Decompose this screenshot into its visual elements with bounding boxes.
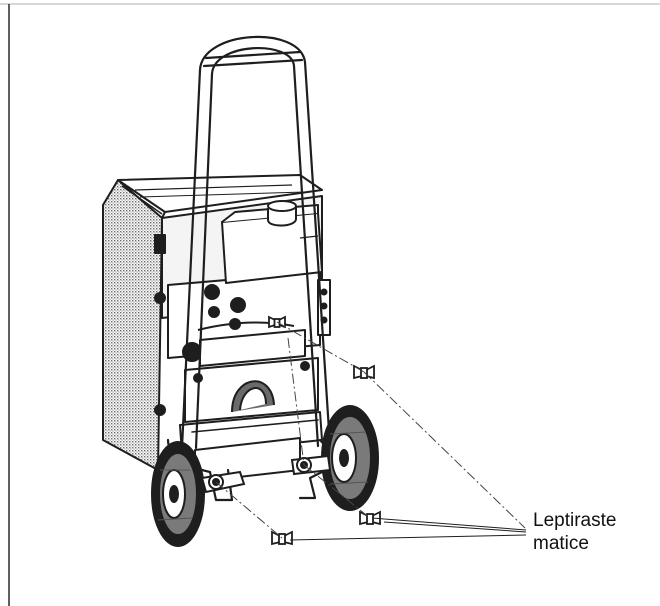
callout-line-1: Leptiraste [533,510,617,531]
callout-label: Leptiraste matice [533,509,616,555]
fuel-tank-icon [221,200,323,284]
callout-leaders [289,517,527,541]
left-wheel-icon [151,441,205,547]
wing-nut-icon [268,315,381,546]
right-wheel-icon [321,405,379,511]
callout-line-2: matice [533,533,589,554]
boiler-housing-icon [102,174,331,483]
assembly-guide-lines [215,321,526,539]
